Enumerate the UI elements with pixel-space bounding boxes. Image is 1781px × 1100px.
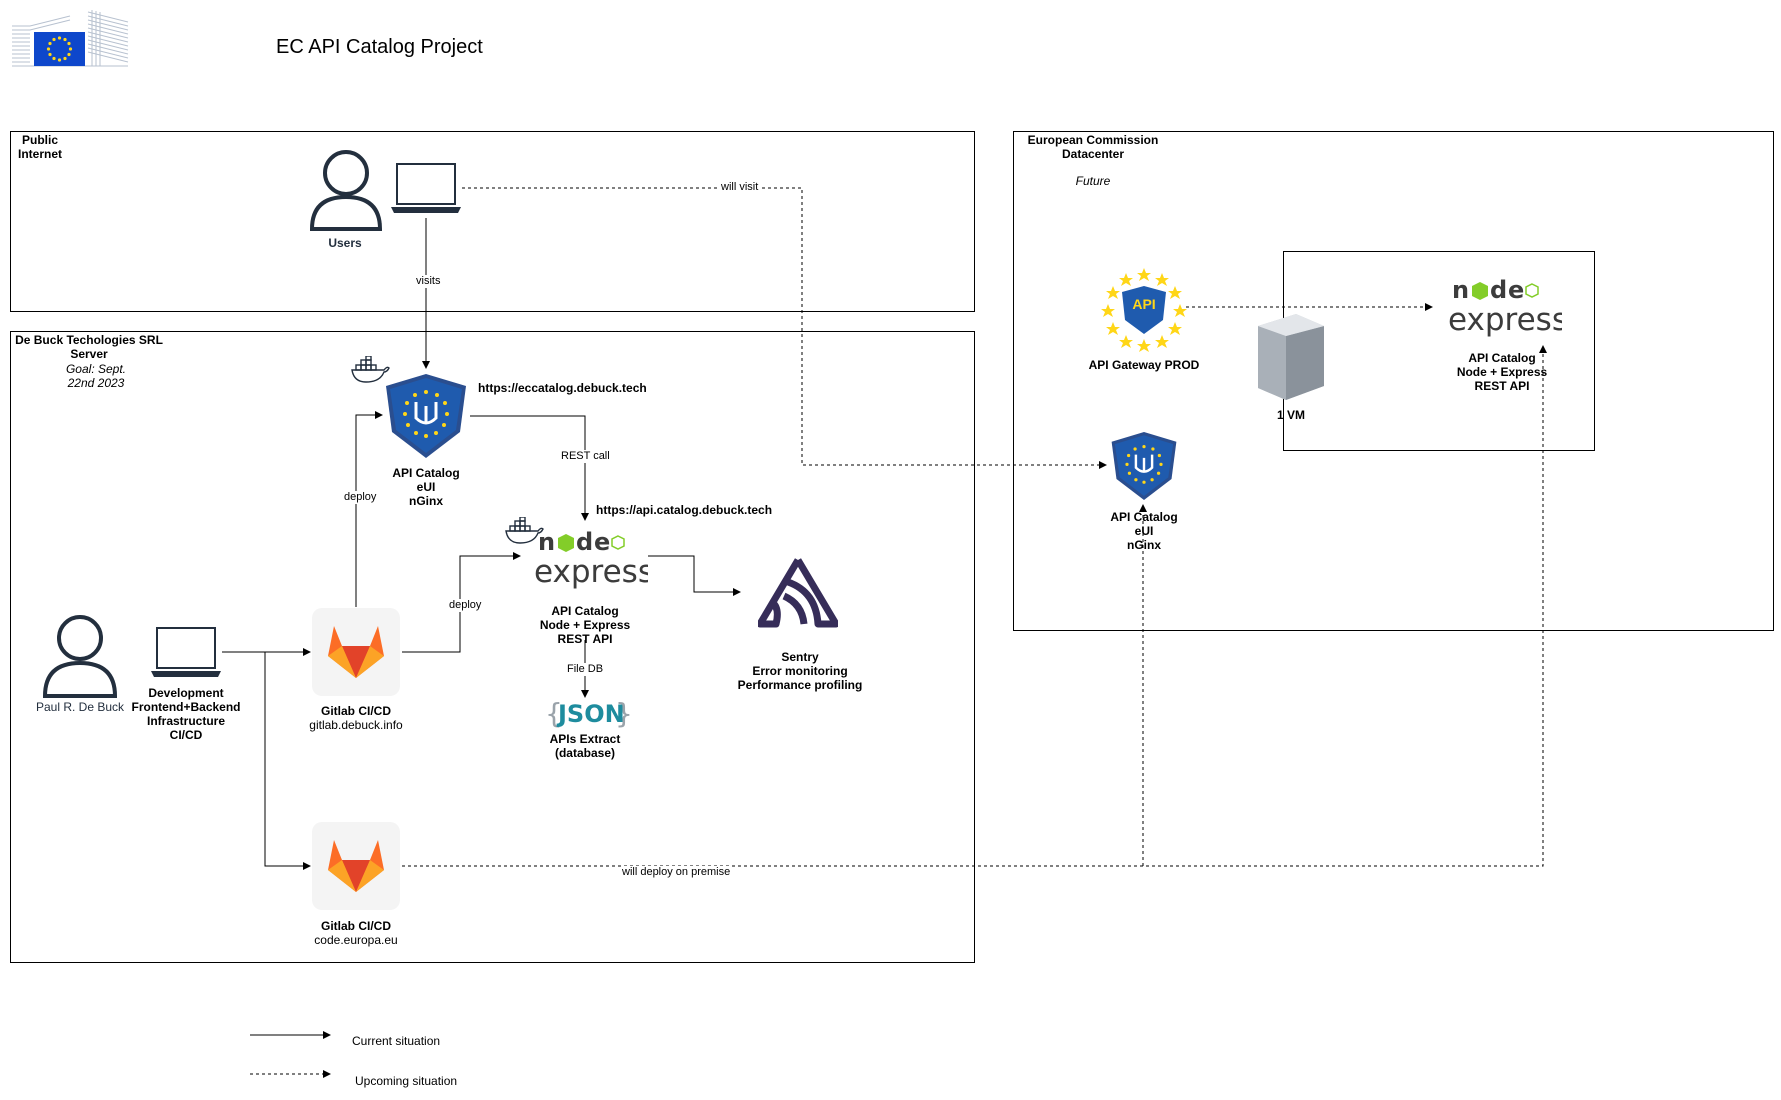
api-gateway-badge: API [1132,296,1156,312]
debuck-server-label-text: De Buck Techologies SRL Server [15,333,163,361]
svg-text:e: e [594,528,610,556]
gitlab-europa-label: Gitlab CI/CD [320,919,391,933]
json-brace-right: } [615,697,633,730]
docker-icon [504,516,544,545]
public-internet-zone [10,131,975,312]
api-catalog-eui-label-text: API Catalog eUI nGinx [392,466,460,508]
express-api-label-text: API Catalog Node + Express REST API [539,604,631,646]
page-title: EC API Catalog Project [276,36,483,58]
eui-shield-icon [384,372,468,460]
user-icon [42,614,118,698]
gitlab-logo [326,836,386,894]
debuck-goal-label: Goal: Sept. 22nd 2023 [56,362,136,390]
json-db-label: APIs Extract (database) [535,732,635,760]
edge-label-visits: visits [415,275,442,288]
edge-label-deploy-api: deploy [448,599,483,612]
debuck-server-zone [10,331,975,963]
docker-icon [350,355,390,384]
json-db-label-text: APIs Extract (database) [549,732,621,760]
svg-text:n: n [538,528,555,556]
api-catalog-eui-label: API Catalog eUI nGinx [376,466,476,508]
edge-label-file-db: File DB [566,663,605,676]
developer-label: Paul R. De Buck [35,700,125,714]
svg-text:d: d [1490,276,1507,304]
ec-api-catalog-eui-label-text: API Catalog eUI nGinx [1110,510,1178,552]
edge-label-will-visit: will visit [720,181,760,194]
public-internet-label-text: Public Internet [17,133,62,161]
dev-laptop-label-text: Development Frontend+Backend Infrastruct… [131,686,241,742]
sentry-label-text: Sentry Error monitoring Performance prof… [737,650,863,692]
user-icon [309,149,383,231]
dev-laptop-label: Development Frontend+Backend Infrastruct… [126,686,246,742]
laptop-icon [390,163,462,215]
laptop-icon [150,627,222,679]
debuck-server-label: De Buck Techologies SRL Server [14,333,164,361]
legend-current: Current situation [352,1034,441,1048]
json-brace-left: { [545,697,563,730]
european-commission-logo [10,8,130,70]
ec-express-api-label-text: API Catalog Node + Express REST API [1456,351,1548,393]
gitlab-debuck-sublabel[interactable]: gitlab.debuck.info [309,718,403,732]
legend-upcoming: Upcoming situation [355,1074,458,1088]
svg-text:express: express [1448,302,1562,338]
sentry-logo [756,556,840,628]
svg-text:n: n [1452,276,1469,304]
api-gateway-label: API Gateway PROD [1088,358,1200,372]
gitlab-debuck-label: Gitlab CI/CD [320,704,391,718]
eccatalog-url[interactable]: https://eccatalog.debuck.tech [478,381,647,395]
edge-label-deploy-ui: deploy [343,491,378,504]
ec-datacenter-label: European Commission Datacenter [1025,133,1161,161]
svg-text:d: d [576,528,593,556]
svg-text:e: e [1508,276,1524,304]
node-express-logo: n d e express [526,526,654,592]
gitlab-logo [326,622,386,680]
node-express-logo: n d e express [1440,274,1568,340]
edge-label-rest-call: REST call [560,450,611,463]
server-icon [1256,312,1326,402]
sentry-label: Sentry Error monitoring Performance prof… [725,650,875,692]
debuck-goal-text: Goal: Sept. 22nd 2023 [65,362,127,390]
express-api-label: API Catalog Node + Express REST API [535,604,635,646]
edge-label-will-deploy: will deploy on premise [621,866,732,879]
vm-label: 1 VM [1276,408,1305,422]
api-catalog-url[interactable]: https://api.catalog.debuck.tech [596,503,773,517]
api-gateway-icon: API [1100,268,1188,352]
public-internet-label: Public Internet [16,133,64,161]
gitlab-europa-sublabel[interactable]: code.europa.eu [314,933,398,947]
users-label: Users [328,236,362,250]
eui-shield-icon [1110,430,1178,502]
json-logo: { JSON } [545,697,633,731]
ec-datacenter-label-text: European Commission Datacenter [1027,133,1159,161]
ec-datacenter-zone [1013,131,1774,631]
ec-future-label: Future [1075,174,1111,188]
svg-text:express: express [534,554,648,590]
ec-express-api-label: API Catalog Node + Express REST API [1452,351,1552,393]
json-logo-text: JSON [558,700,625,728]
ec-api-catalog-eui-label: API Catalog eUI nGinx [1094,510,1194,552]
